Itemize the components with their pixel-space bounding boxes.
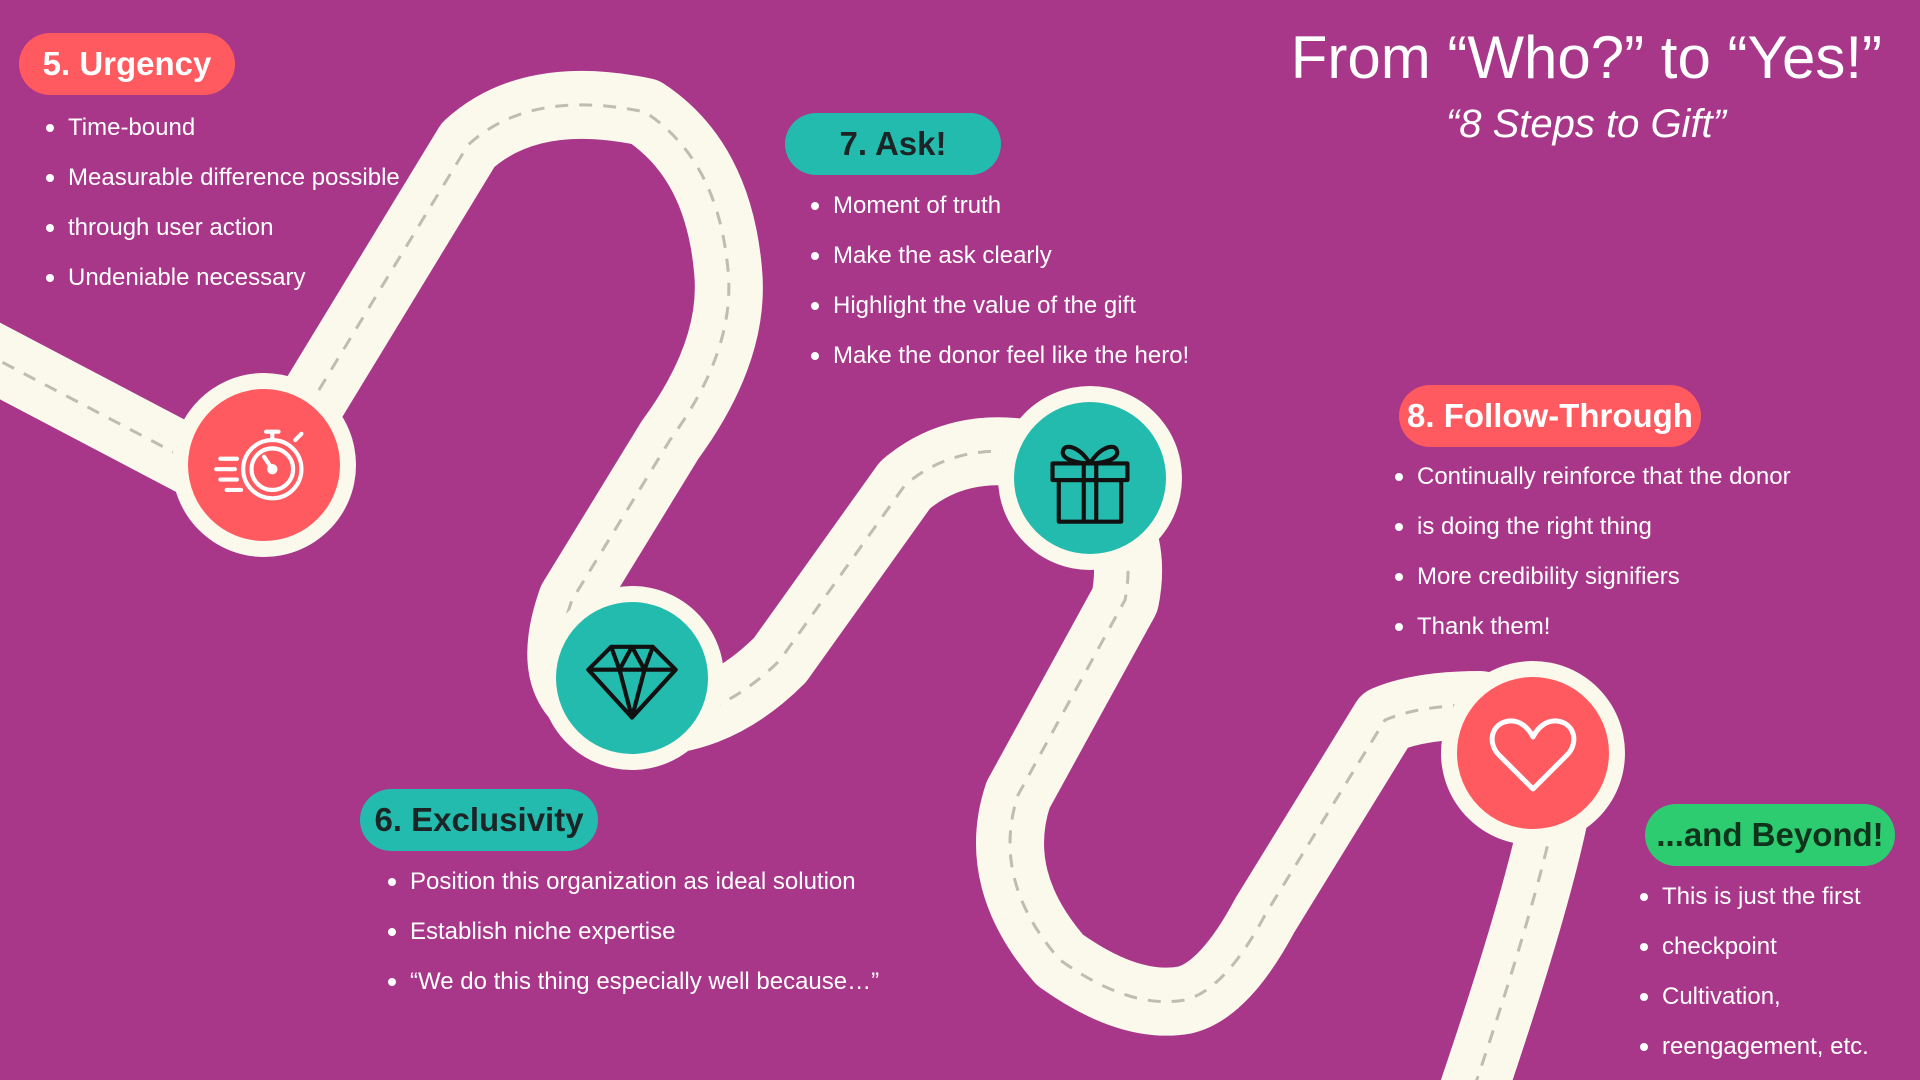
follow-through-bullets: Continually reinforce that the donor is … [1391,452,1791,652]
ask-node [998,386,1182,570]
stopwatch-icon [214,429,304,501]
list-item: Undeniable necessary [42,253,400,303]
list-item: Thank them! [1391,602,1791,652]
beyond-bullets: This is just the first checkpoint Cultiv… [1636,872,1869,1072]
list-item: Highlight the value of the gift [807,281,1189,331]
urgency-bullets: Time-bound Measurable difference possibl… [42,103,400,303]
list-item: This is just the first [1636,872,1869,922]
list-item: Measurable difference possible [42,153,400,203]
exclusivity-node [540,586,724,770]
follow-through-label: 8. Follow-Through [1399,385,1701,447]
list-item: checkpoint [1636,922,1869,972]
urgency-label: 5. Urgency [19,33,235,95]
exclusivity-label: 6. Exclusivity [360,789,598,851]
page-subtitle: “8 Steps to Gift” [1445,102,1726,146]
list-item: Continually reinforce that the donor [1391,452,1791,502]
beyond-label: ...and Beyond! [1645,804,1895,866]
list-item: “We do this thing especially well becaus… [384,957,879,1007]
ask-bullets: Moment of truth Make the ask clearly Hig… [807,181,1189,381]
follow-through-node [1441,661,1625,845]
list-item: Time-bound [42,103,400,153]
heart-icon [1489,718,1577,792]
list-item: Make the ask clearly [807,231,1189,281]
exclusivity-bullets: Position this organization as ideal solu… [384,857,879,1007]
list-item: Position this organization as ideal solu… [384,857,879,907]
urgency-node [172,373,356,557]
diamond-icon [586,644,678,720]
list-item: through user action [42,203,400,253]
list-item: More credibility signifiers [1391,552,1791,602]
ask-label: 7. Ask! [785,113,1001,175]
list-item: reengagement, etc. [1636,1022,1869,1072]
list-item: Establish niche expertise [384,907,879,957]
list-item: Cultivation, [1636,972,1869,1022]
gift-icon [1050,444,1130,524]
list-item: Make the donor feel like the hero! [807,331,1189,381]
page-title: From “Who?” to “Yes!” [1290,24,1882,91]
list-item: Moment of truth [807,181,1189,231]
list-item: is doing the right thing [1391,502,1791,552]
